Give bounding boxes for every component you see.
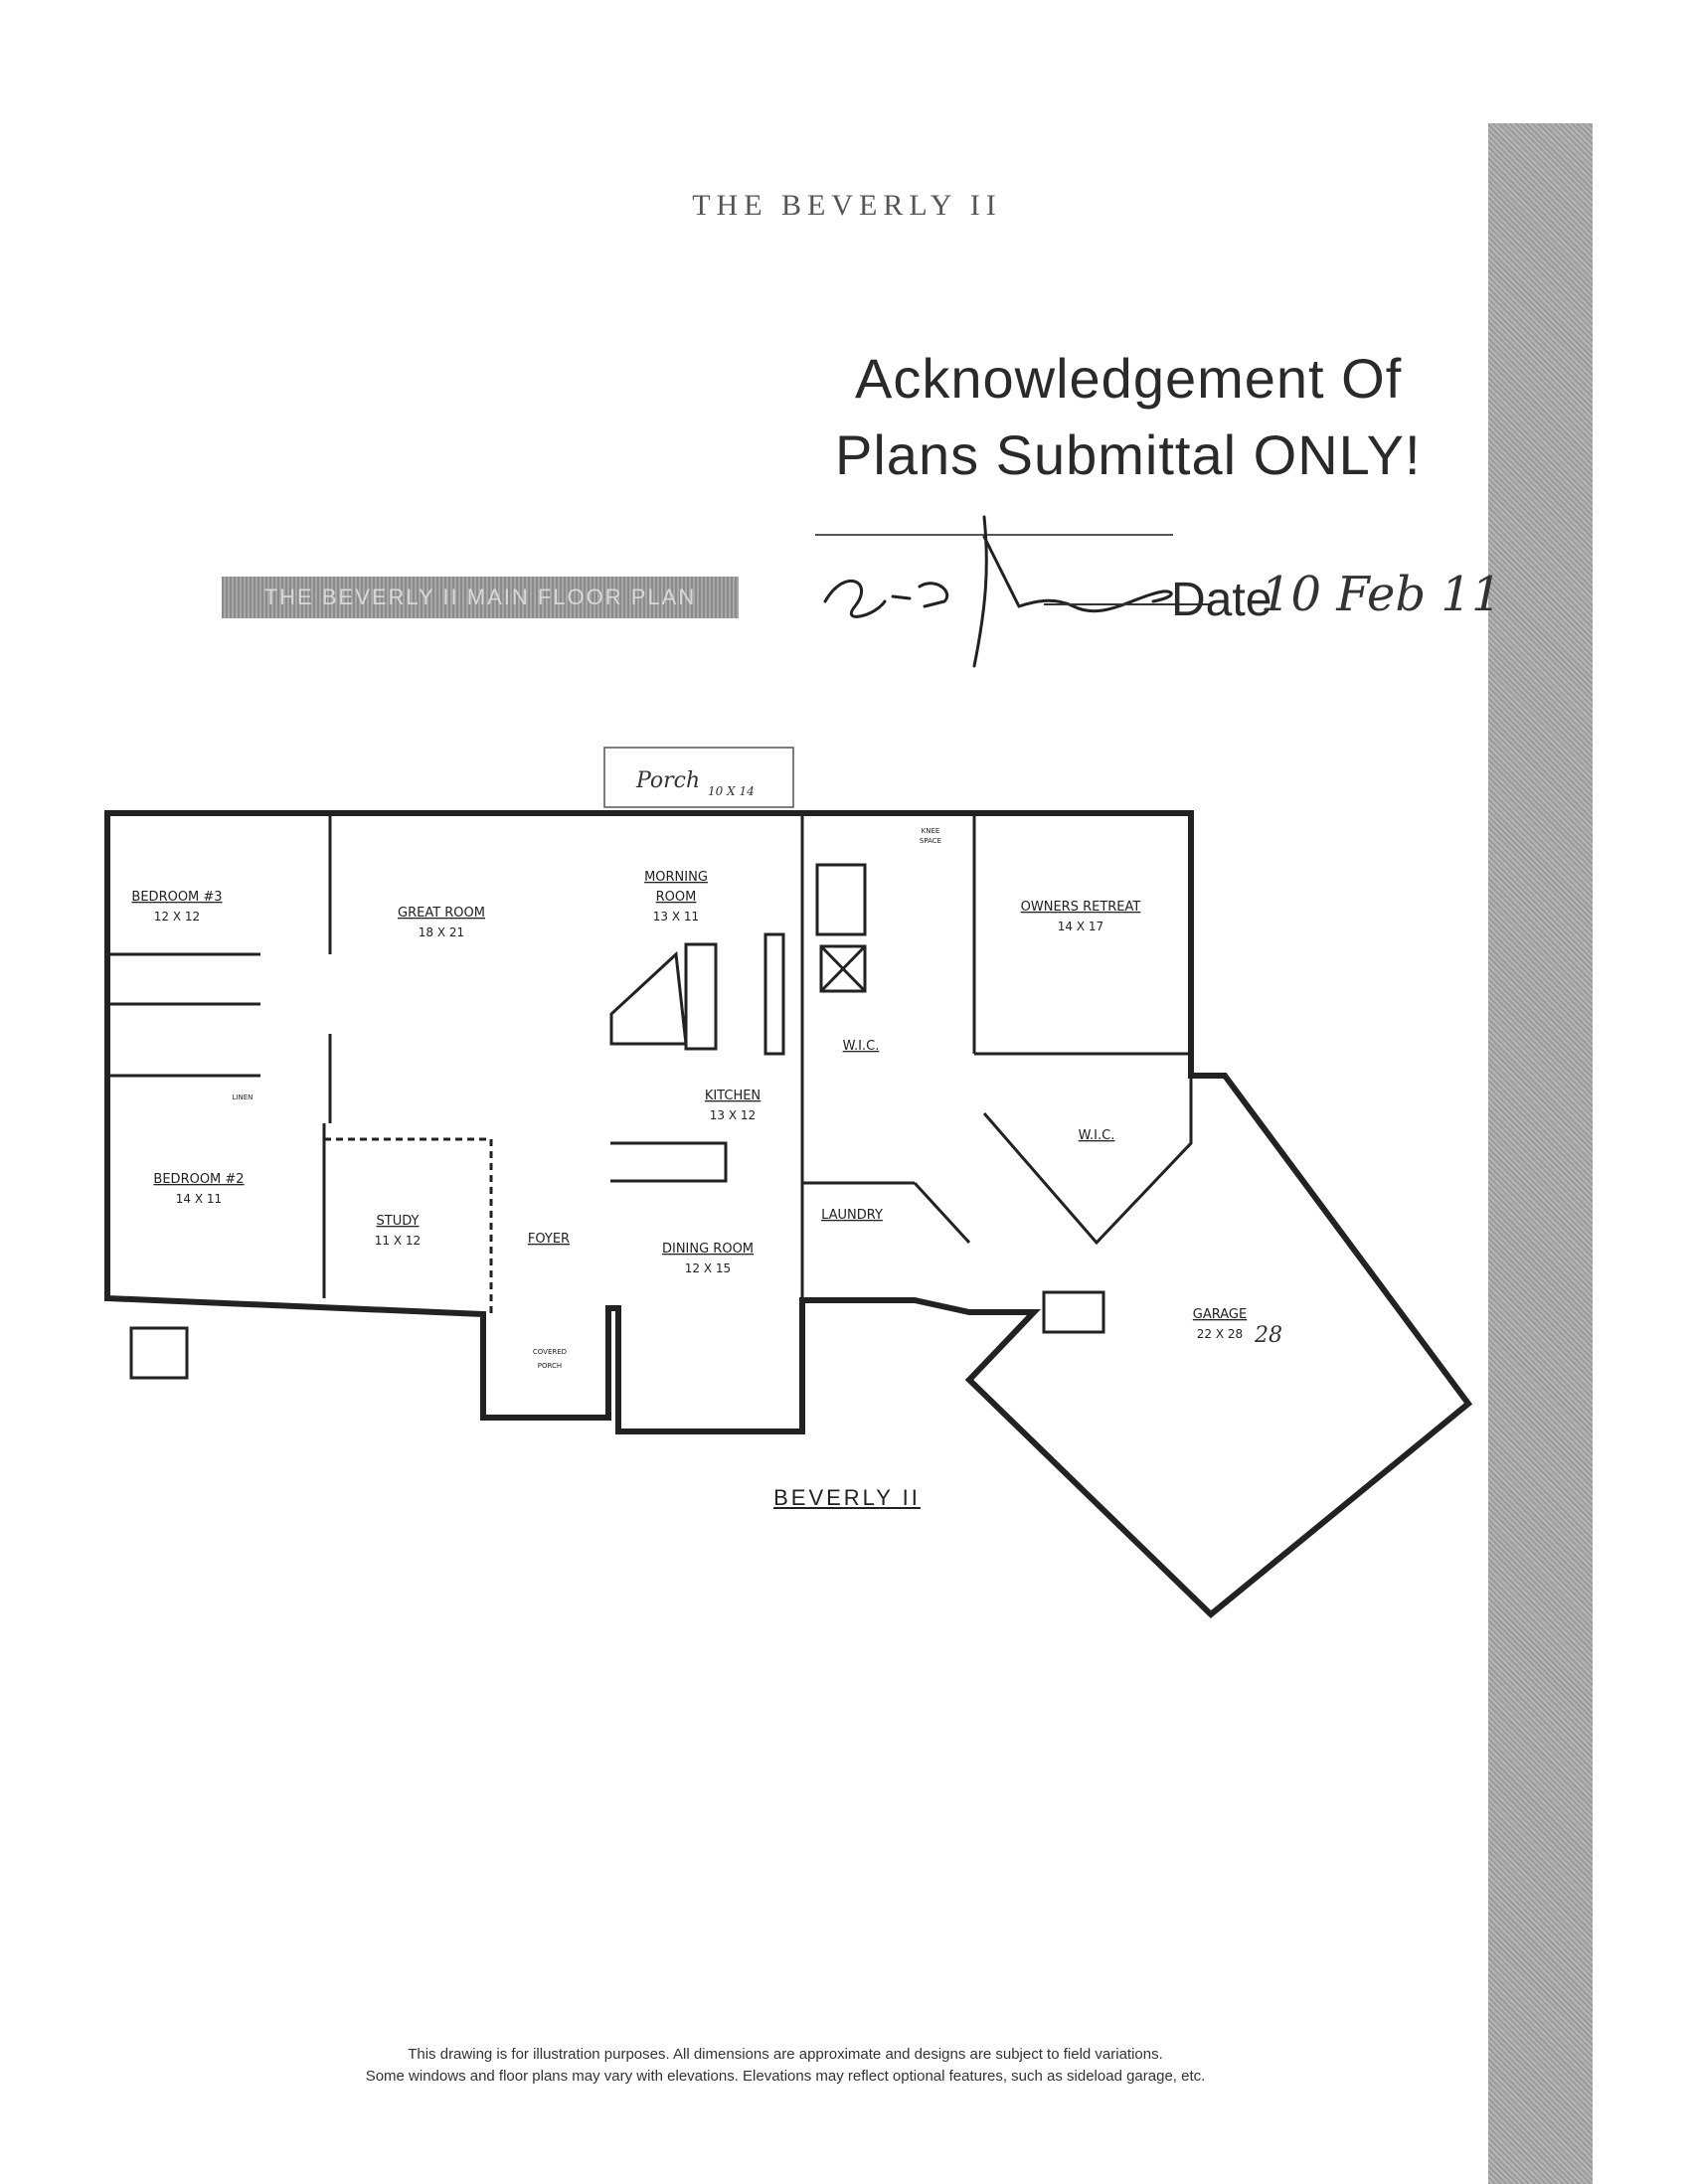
stamp-date-label: Date bbox=[1171, 574, 1272, 626]
kitchen-label: KITCHEN bbox=[705, 1089, 761, 1103]
footnote-line-2: Some windows and floor plans may vary wi… bbox=[365, 2068, 1206, 2085]
garage-dims: 22 X 28 bbox=[1197, 1327, 1243, 1341]
exterior-walls bbox=[104, 810, 1473, 1619]
great-room-dims: 18 X 21 bbox=[419, 925, 464, 939]
bedroom2-label: BEDROOM #2 bbox=[153, 1172, 244, 1187]
scan-side-bar bbox=[1488, 123, 1593, 2184]
plan-caption: BEVERLY II bbox=[773, 1485, 921, 1510]
study-label: STUDY bbox=[377, 1214, 420, 1229]
bedroom3-dims: 12 X 12 bbox=[154, 910, 200, 924]
handwritten-signature bbox=[815, 515, 1213, 668]
floor-plan-banner: THE BEVERLY II MAIN FLOOR PLAN bbox=[222, 577, 739, 618]
foyer-label: FOYER bbox=[528, 1232, 570, 1247]
porch-note: Porch bbox=[635, 768, 700, 793]
kitchen-dims: 13 X 12 bbox=[710, 1108, 756, 1122]
stamp-line-1: Acknowledgement Of bbox=[855, 347, 1403, 410]
wic-owner-label: W.I.C. bbox=[1079, 1128, 1115, 1143]
laundry-label: LAUNDRY bbox=[821, 1208, 883, 1223]
morning-room-label-2: ROOM bbox=[656, 890, 697, 905]
morning-room-label-1: MORNING bbox=[644, 870, 708, 885]
owners-retreat-dims: 14 X 17 bbox=[1058, 920, 1103, 933]
porch-dims: 10 X 14 bbox=[708, 784, 755, 798]
bedroom3-label: BEDROOM #3 bbox=[131, 890, 222, 905]
garage-label: GARAGE bbox=[1193, 1307, 1247, 1322]
covered-porch-label-1: COVERED bbox=[533, 1348, 567, 1356]
wic-bath-label: W.I.C. bbox=[843, 1039, 880, 1054]
document-title: THE BEVERLY II bbox=[692, 189, 1002, 222]
knee-space-label-1: KNEE bbox=[922, 827, 940, 835]
footnote-line-1: This drawing is for illustration purpose… bbox=[408, 2046, 1163, 2063]
garage-correction: 28 bbox=[1254, 1323, 1282, 1348]
great-room-label: GREAT ROOM bbox=[398, 906, 485, 921]
handwritten-annotations: Porch 10 X 14 28 bbox=[603, 747, 1282, 1348]
morning-room-dims: 13 X 11 bbox=[653, 910, 699, 924]
study-dims: 11 X 12 bbox=[375, 1234, 421, 1248]
linen-label: LINEN bbox=[233, 1093, 254, 1101]
owners-retreat-label: OWNERS RETREAT bbox=[1021, 900, 1141, 915]
dining-room-dims: 12 X 15 bbox=[685, 1261, 731, 1275]
covered-porch-label-2: PORCH bbox=[538, 1362, 562, 1370]
stamp-date-value: 10 Feb 11 bbox=[1261, 567, 1502, 622]
dining-room-label: DINING ROOM bbox=[662, 1242, 754, 1257]
bedroom2-dims: 14 X 11 bbox=[176, 1192, 222, 1206]
interior-walls bbox=[107, 813, 1193, 1380]
room-labels: BEDROOM #3 12 X 12 GREAT ROOM 18 X 21 MO… bbox=[131, 827, 1247, 1370]
knee-space-label-2: SPACE bbox=[920, 837, 941, 845]
stamp-line-2: Plans Submittal ONLY! bbox=[835, 423, 1422, 486]
